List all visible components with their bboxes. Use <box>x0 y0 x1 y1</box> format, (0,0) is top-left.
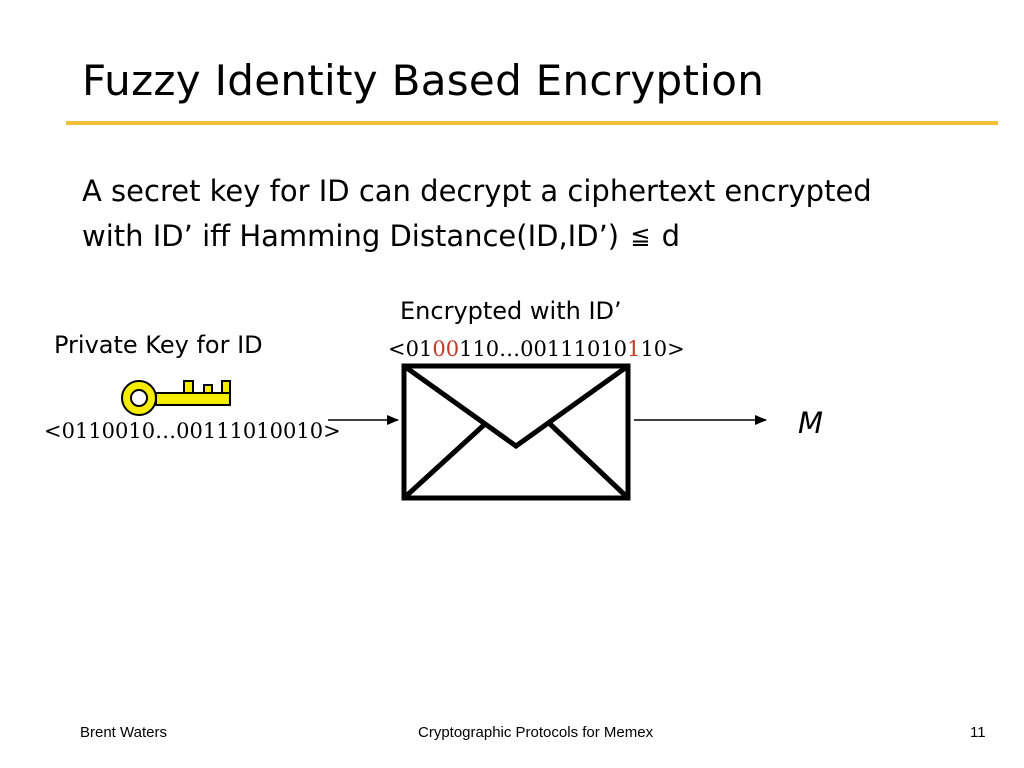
differing-bits-2: 1 <box>627 337 641 361</box>
title-divider <box>66 121 998 125</box>
bits-part-1: 01 <box>405 337 433 361</box>
key-identity-bits: <0110010…00111010010> <box>44 419 341 443</box>
bits-part-2: 110…00111010 <box>459 337 628 361</box>
key-icon <box>121 380 231 416</box>
differing-bits-1: 00 <box>432 337 460 361</box>
slide-number: 11 <box>970 724 986 741</box>
less-equal-symbol: ≦ <box>630 222 651 250</box>
bits-part-3: 10 <box>640 337 668 361</box>
decrypted-message: M <box>798 406 824 440</box>
body-line-2: with ID’ iff Hamming Distance(ID,ID’) ≦ … <box>82 214 1002 259</box>
envelope-icon <box>401 363 631 501</box>
footer-author: Brent Waters <box>80 724 167 741</box>
slide-title: Fuzzy Identity Based Encryption <box>82 56 765 105</box>
private-key-label: Private Key for ID <box>54 331 263 359</box>
bits-open: < <box>388 337 406 361</box>
body-line-1: A secret key for ID can decrypt a cipher… <box>82 174 872 208</box>
body-line-2-text: with ID’ iff Hamming Distance(ID,ID’) <box>82 219 620 253</box>
slide-body: A secret key for ID can decrypt a cipher… <box>82 169 1002 259</box>
bits-close: > <box>667 337 685 361</box>
ciphertext-identity-bits: <0100110…00111010110> <box>388 337 685 361</box>
ciphertext-label: Encrypted with ID’ <box>400 297 622 325</box>
footer-talk-title: Cryptographic Protocols for Memex <box>418 724 654 741</box>
distance-threshold: d <box>661 219 681 253</box>
